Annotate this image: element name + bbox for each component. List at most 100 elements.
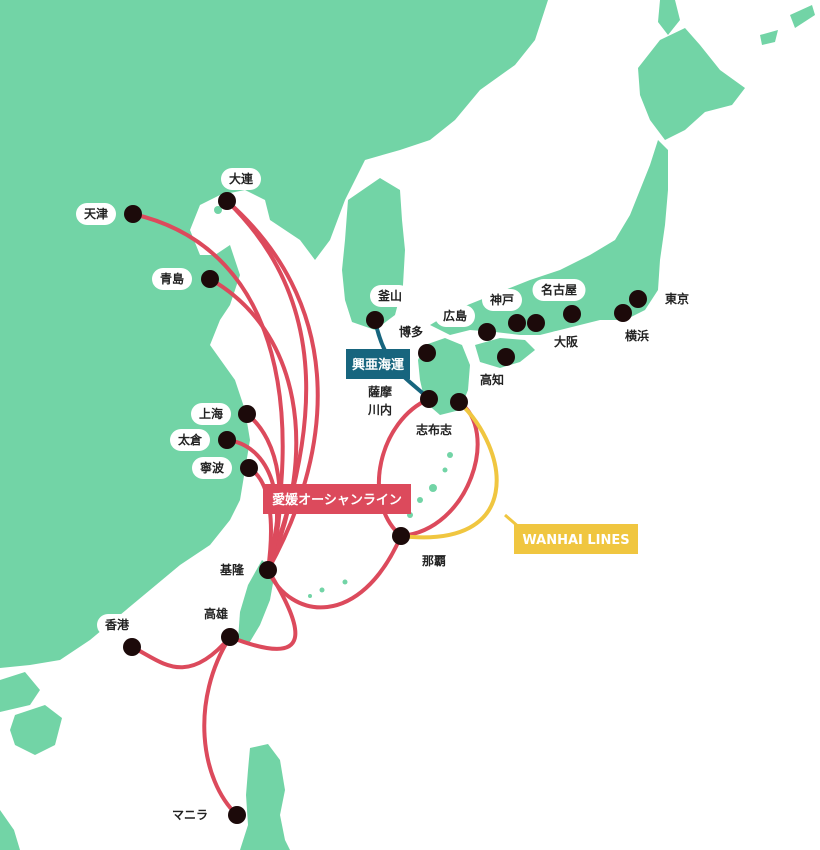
port-label-nagoya: 名古屋 (532, 279, 586, 301)
land-sakhalin (658, 0, 680, 35)
port-marker-kochi[interactable] (497, 348, 515, 366)
land-asian-mainland (0, 0, 548, 668)
port-label-bg (472, 369, 512, 391)
port-label-text: 広島 (443, 308, 467, 323)
route-ehime-11 (376, 397, 431, 538)
port-label-text: 基隆 (219, 562, 245, 577)
port-label-text: 博多 (399, 324, 423, 339)
port-marker-busan[interactable] (366, 311, 384, 329)
port-label-bg (221, 168, 261, 190)
port-label-bg (192, 457, 232, 479)
port-marker-dalian[interactable] (218, 192, 236, 210)
land-kurils-1 (790, 5, 815, 28)
port-label-bg (532, 279, 586, 301)
port-label-bg (97, 614, 137, 636)
port-marker-osaka[interactable] (527, 314, 545, 332)
land-taiwan (238, 560, 275, 645)
port-marker-hiroshima[interactable] (478, 323, 496, 341)
port-label-ningbo: 寧波 (192, 457, 232, 479)
port-marker-taicang[interactable] (218, 431, 236, 449)
port-label-bg (370, 285, 410, 307)
port-label-bg (482, 289, 522, 311)
land-luzon (240, 744, 290, 850)
port-marker-hongkong[interactable] (123, 638, 141, 656)
port-label-text: 那覇 (422, 554, 446, 568)
port-marker-shanghai[interactable] (238, 405, 256, 423)
port-label-bg (212, 559, 252, 581)
island-5 (319, 587, 325, 593)
port-marker-qingdao[interactable] (201, 270, 219, 288)
island-2 (417, 497, 423, 503)
tag-wanhai-bg (514, 524, 638, 554)
port-label-text: 名古屋 (541, 282, 577, 297)
route-ehime-8 (228, 568, 298, 651)
land-kurils-2 (760, 30, 778, 45)
port-label-text: 大連 (229, 171, 254, 186)
port-label-text: 川内 (367, 402, 392, 417)
port-marker-tianjin[interactable] (124, 205, 142, 223)
route-wanhai-14 (399, 400, 499, 540)
port-label-bg (546, 331, 586, 353)
port-label-text: 志布志 (416, 422, 452, 437)
port-label-bg (360, 381, 400, 403)
port-marker-shibushi[interactable] (450, 393, 468, 411)
port-label-tianjin: 天津 (76, 203, 116, 225)
port-label-text: 神戸 (490, 292, 514, 307)
port-label-kochi: 高知 (472, 369, 512, 391)
port-marker-ningbo[interactable] (240, 459, 258, 477)
port-label-bg (163, 804, 217, 826)
port-label-text: 薩摩 (368, 384, 392, 399)
tag-koa-text: 興亜海運 (352, 357, 404, 373)
port-label-shanghai: 上海 (191, 403, 231, 425)
port-label-satsumasendai_2: 川内 (360, 399, 400, 421)
port-label-dalian: 大連 (221, 168, 261, 190)
island-8 (442, 467, 448, 473)
tag-ehime-text: 愛媛オーシャンライン (272, 492, 402, 508)
land-indochina (0, 672, 40, 712)
port-label-hakata: 博多 (391, 321, 431, 343)
land-borneo-edge (0, 810, 20, 850)
port-label-text: 釜山 (377, 288, 402, 303)
port-marker-tokyo[interactable] (629, 290, 647, 308)
port-label-bg (617, 325, 657, 347)
route-ehime-3 (208, 277, 299, 572)
port-marker-hakata[interactable] (418, 344, 436, 362)
port-label-text: マニラ (172, 808, 208, 822)
tag-ehime-bg (263, 484, 411, 514)
port-marker-kaohsiung[interactable] (221, 628, 239, 646)
tag-ehime-ocean-line: 愛媛オーシャンライン (263, 484, 411, 514)
port-marker-kobe[interactable] (508, 314, 526, 332)
port-label-hongkong: 香港 (97, 614, 137, 636)
port-label-tokyo: 東京 (657, 288, 697, 310)
port-label-bg (191, 403, 231, 425)
port-label-bg (414, 550, 454, 572)
port-label-text: 高雄 (204, 606, 228, 621)
port-label-hiroshima: 広島 (435, 305, 475, 327)
port-label-text: 太倉 (178, 432, 203, 447)
land-hainan (10, 705, 62, 755)
port-label-bg (360, 399, 400, 421)
port-marker-yokohama[interactable] (614, 304, 632, 322)
port-marker-keelung[interactable] (259, 561, 277, 579)
port-label-text: 上海 (199, 406, 223, 421)
port-label-bg (391, 321, 431, 343)
tag-koa-bg (346, 349, 410, 379)
route-ehime-5 (225, 438, 280, 572)
port-label-text: 寧波 (200, 460, 225, 475)
port-label-text: 青島 (160, 271, 184, 286)
port-marker-naha[interactable] (392, 527, 410, 545)
port-marker-manila[interactable] (228, 806, 246, 824)
port-label-kaohsiung: 高雄 (196, 603, 236, 625)
port-marker-satsumasendai[interactable] (420, 390, 438, 408)
port-label-taicang: 太倉 (170, 429, 210, 451)
tag-koa-kaiun: 興亜海運 (346, 349, 410, 379)
island-9 (214, 206, 222, 214)
port-label-yokohama: 横浜 (617, 325, 657, 347)
island-1 (429, 484, 437, 492)
port-label-bg (435, 305, 475, 327)
port-label-bg (657, 288, 697, 310)
port-label-kobe: 神戸 (482, 289, 522, 311)
port-marker-nagoya[interactable] (563, 305, 581, 323)
